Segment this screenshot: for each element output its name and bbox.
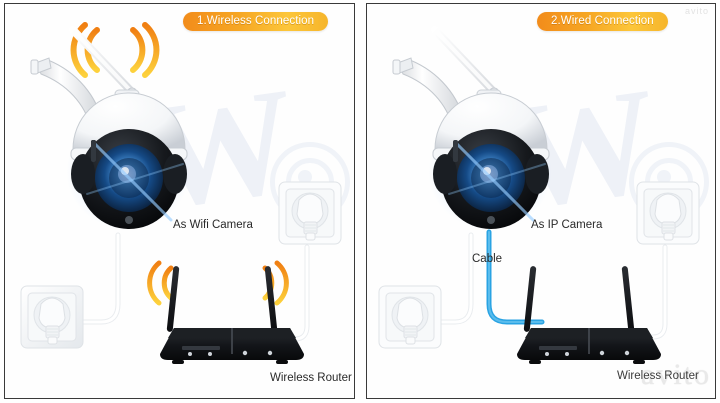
- camera-assembly-wired: [377, 24, 567, 244]
- wall-socket-router-power: [277, 180, 347, 250]
- wireless-router-device-left: [150, 262, 315, 367]
- label-cable: Cable: [472, 253, 503, 265]
- panel-wired-connection: W avito avito 2.Wired Connection: [366, 3, 716, 399]
- wall-socket-camera-power: [19, 284, 89, 354]
- wifi-arc-camera-icon: [67, 22, 163, 78]
- label-as-wifi-camera: As Wifi Camera: [173, 219, 253, 231]
- label-as-ip-camera: As IP Camera: [531, 219, 603, 231]
- label-wireless-router-right: Wireless Router: [617, 370, 699, 382]
- wall-socket-camera-power-right: [377, 284, 447, 354]
- panel-title-wired: 2.Wired Connection: [537, 12, 668, 31]
- panel-title-wireless: 1.Wireless Connection: [183, 12, 329, 31]
- wifi-arc-router-left-icon: [145, 260, 179, 306]
- wireless-router-device-right: [507, 262, 672, 367]
- panel-wireless-connection: W 1.Wireless Connection: [4, 3, 355, 399]
- wall-socket-router-power-right: [635, 180, 705, 250]
- watermark-brand-small: avito: [684, 6, 709, 16]
- camera-assembly-wireless: [15, 24, 205, 244]
- label-wireless-router-left: Wireless Router: [270, 372, 352, 384]
